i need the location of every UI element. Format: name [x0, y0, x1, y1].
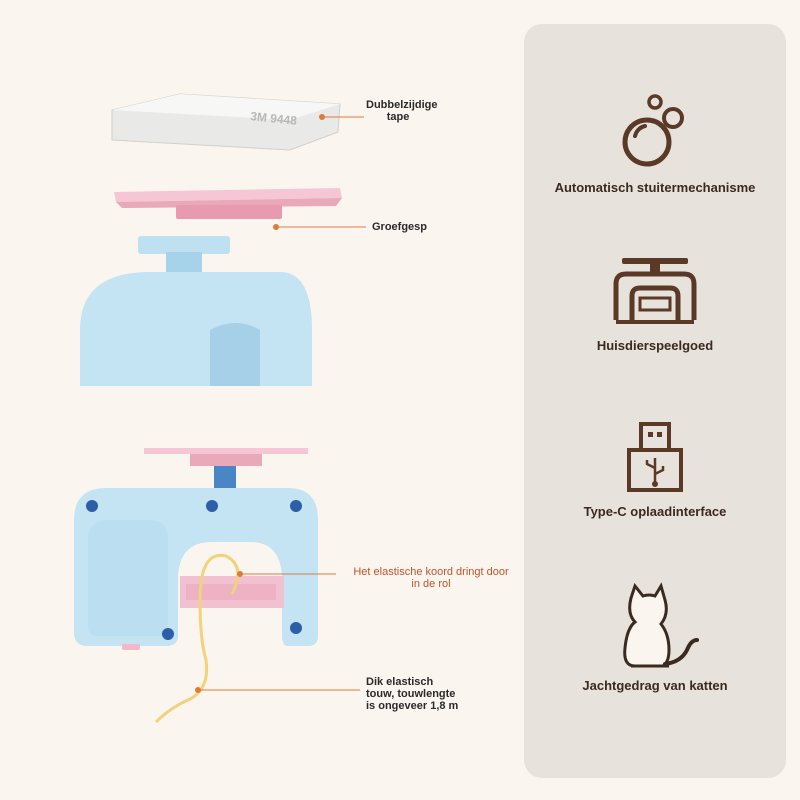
tape-print-text: 3M 9448: [250, 109, 298, 128]
buckle-callout: Groefgesp: [372, 221, 428, 233]
features-panel: Automatisch stuitermechanisme Huisdiersp…: [524, 24, 786, 778]
toy-body-top: [80, 236, 312, 386]
cord-through-callout: Het elastische koord dringt door in de r…: [353, 566, 509, 590]
feature-cat-hunting: Jachtgedrag van katten: [524, 578, 786, 693]
double-sided-tape-pad: 3M 9448: [111, 93, 341, 151]
cat-icon: [623, 582, 699, 668]
lower-pink-plate: [144, 448, 308, 490]
pet-toy-icon: [613, 258, 697, 324]
feature-label: Automatisch stuitermechanisme: [554, 180, 756, 195]
feature-label: Jachtgedrag van katten: [582, 678, 728, 693]
tape-callout: Dubbelzijdige tape: [366, 99, 438, 123]
feature-pet-toy: Huisdierspeelgoed: [524, 250, 786, 353]
feature-type-c: Type-C oplaadinterface: [524, 420, 786, 519]
feature-auto-bounce: Automatisch stuitermechanisme: [524, 92, 786, 195]
bubbles-icon: [622, 94, 684, 167]
feature-label: Type-C oplaadinterface: [583, 504, 727, 519]
groove-buckle-plate: [114, 188, 342, 219]
thick-cord-callout: Dik elastisch touw, touwlengte is ongeve…: [366, 676, 459, 712]
callout-lines: [195, 114, 366, 693]
elastic-cord: [154, 553, 240, 724]
product-illustration: 3M 9448: [74, 93, 366, 724]
toy-body-bottom: [74, 488, 318, 650]
feature-label: Huisdierspeelgoed: [596, 338, 714, 353]
usb-icon: [627, 422, 683, 492]
